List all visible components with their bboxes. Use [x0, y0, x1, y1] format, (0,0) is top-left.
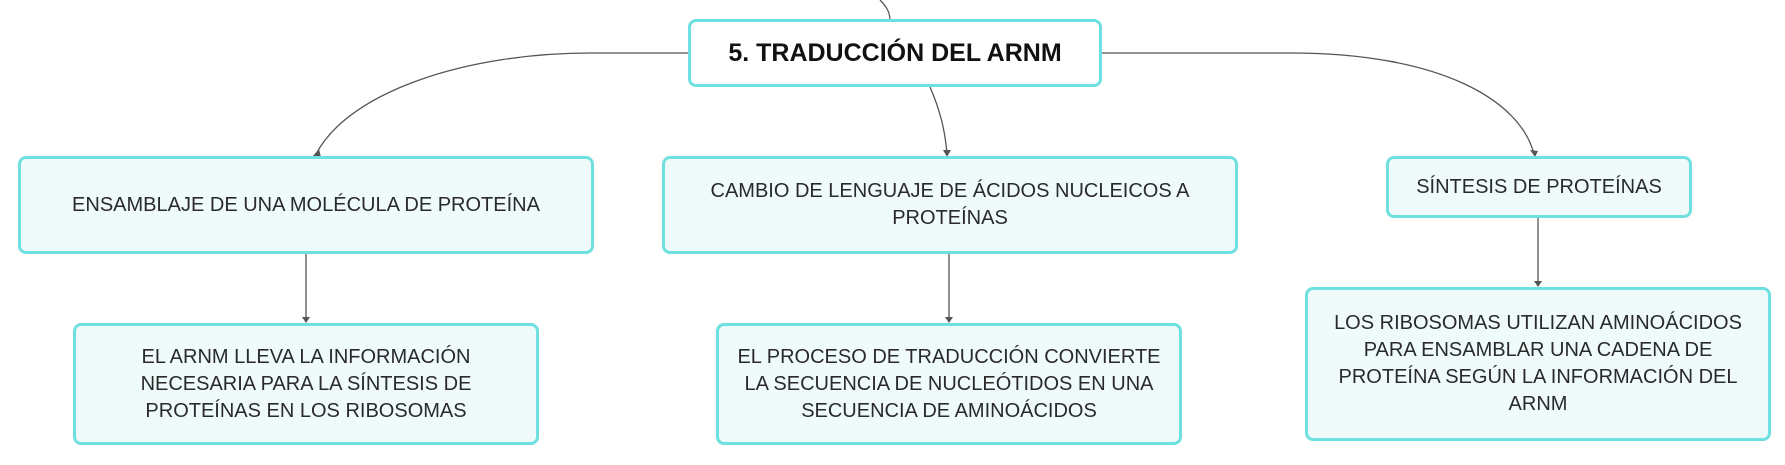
connector-root-to-branch-2 [929, 86, 948, 155]
arrowhead-detail-3 [1534, 281, 1542, 287]
branch-node-label: SÍNTESIS DE PROTEÍNAS [1416, 175, 1662, 198]
connector-root-to-branch-1 [315, 52, 690, 155]
detail-node-proceso-traduccion[interactable]: EL PROCESO DE TRADUCCIÓN CONVIERTE LA SE… [716, 323, 1182, 445]
branch-node-sintesis[interactable]: SÍNTESIS DE PROTEÍNAS [1386, 156, 1692, 218]
connector-parent-to-root [879, 0, 891, 21]
detail-node-ribosomas[interactable]: LOS RIBOSOMAS UTILIZAN AMINOÁCIDOS PARA … [1305, 287, 1771, 441]
arrowhead-detail-2 [945, 317, 953, 323]
arrowhead-branch-2 [943, 150, 951, 157]
arrowhead-detail-1 [302, 317, 310, 323]
root-node-label: 5. TRADUCCIÓN DEL ARNM [728, 38, 1062, 67]
detail-node-label: EL PROCESO DE TRADUCCIÓN CONVIERTE LA SE… [737, 345, 1161, 422]
detail-node-label: EL ARNM LLEVA LA INFORMACIÓN NECESARIA P… [140, 345, 472, 422]
connector-root-to-branch-3 [1100, 52, 1535, 155]
arrowhead-branch-3 [1530, 150, 1538, 157]
detail-node-label: LOS RIBOSOMAS UTILIZAN AMINOÁCIDOS PARA … [1334, 312, 1742, 415]
branch-node-label: CAMBIO DE LENGUAJE DE ÁCIDOS NUCLEICOS A… [710, 180, 1190, 229]
branch-node-cambio-lenguaje[interactable]: CAMBIO DE LENGUAJE DE ÁCIDOS NUCLEICOS A… [662, 156, 1238, 254]
branch-node-label: ENSAMBLAJE DE UNA MOLÉCULA DE PROTEÍNA [72, 193, 540, 216]
arrowhead-branch-1 [312, 149, 321, 157]
detail-node-arnm-informacion[interactable]: EL ARNM LLEVA LA INFORMACIÓN NECESARIA P… [73, 323, 539, 445]
root-node[interactable]: 5. TRADUCCIÓN DEL ARNM [688, 19, 1102, 87]
branch-node-ensamblaje[interactable]: ENSAMBLAJE DE UNA MOLÉCULA DE PROTEÍNA [18, 156, 594, 254]
